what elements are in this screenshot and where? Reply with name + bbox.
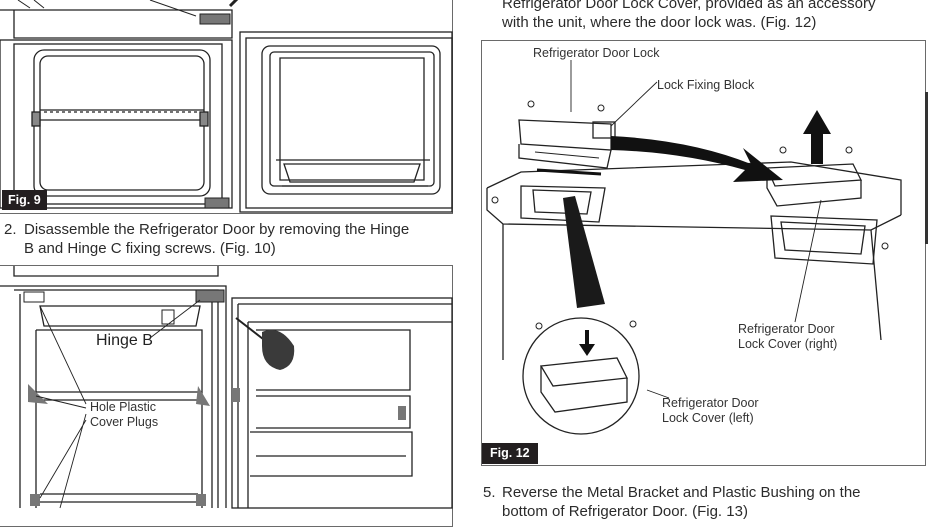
page-edge-marker <box>925 92 928 244</box>
step2-line1: Disassemble the Refrigerator Door by rem… <box>24 221 410 238</box>
door-lock-label: Refrigerator Door Lock <box>533 46 660 60</box>
step2-line2: B and Hinge C fixing screws. (Fig. 10) <box>24 240 276 257</box>
fig10-illustration <box>0 266 453 509</box>
step5-line1: Reverse the Metal Bracket and Plastic Bu… <box>502 484 861 501</box>
fig12-label: Fig. 12 <box>482 443 538 464</box>
fig9-illustration <box>0 0 453 213</box>
cover-right-label-1: Refrigerator Door <box>738 322 835 336</box>
cover-right-label-2: Lock Cover (right) <box>738 337 838 351</box>
plugs-label-line2: Cover Plugs <box>90 415 159 429</box>
fig9-label: Fig. 9 <box>2 190 47 210</box>
intro-line1: Refrigerator Door Lock Cover, provided a… <box>502 0 876 12</box>
step2-number: 2. <box>4 221 17 238</box>
step5-line2: bottom of Refrigerator Door. (Fig. 13) <box>502 503 748 520</box>
intro-line2: with the unit, where the door lock was. … <box>502 14 817 31</box>
step5-number: 5. <box>483 484 496 501</box>
cover-left-label-1: Refrigerator Door <box>662 396 759 410</box>
cover-left-label-2: Lock Cover (left) <box>662 411 754 425</box>
fig12-illustration <box>486 60 902 435</box>
plugs-label-line1: Hole Plastic <box>90 400 156 414</box>
fig9-frame <box>0 0 453 214</box>
lock-fixing-block-label: Lock Fixing Block <box>657 78 755 92</box>
hinge-b-label: Hinge B <box>96 332 153 349</box>
